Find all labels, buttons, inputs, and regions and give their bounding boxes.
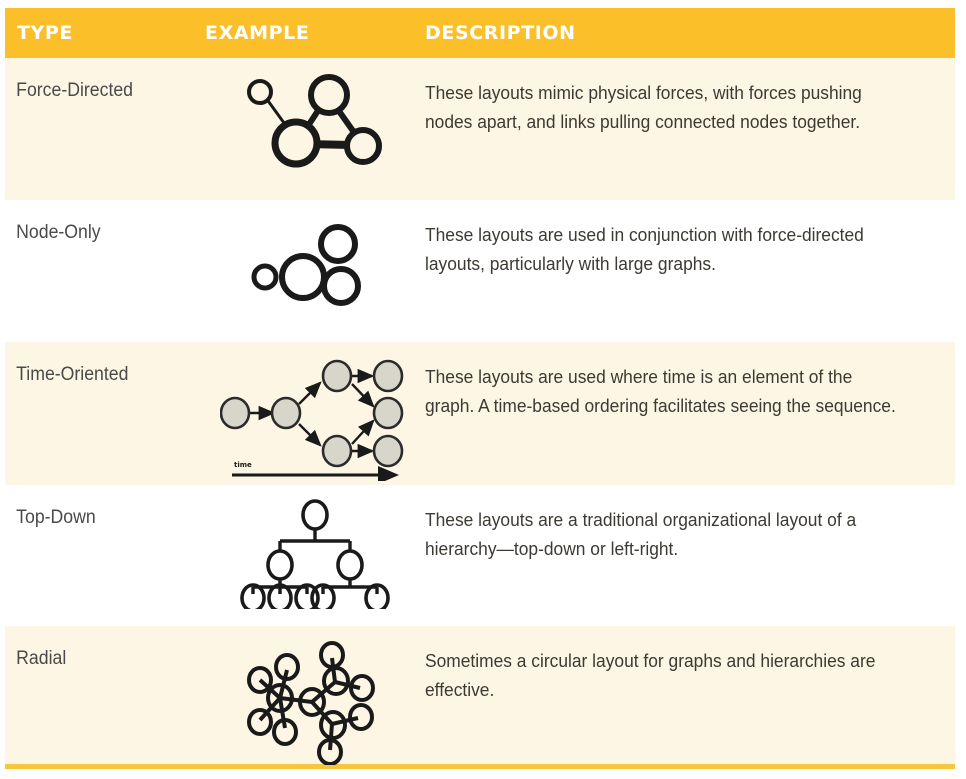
row-description: These layouts are used where time is an … [425, 366, 896, 416]
row-example-diagram: time [205, 342, 425, 481]
force-directed-graph-icon [247, 74, 382, 168]
row-type-label: Top-Down [16, 507, 96, 528]
radial-graph-icon [247, 641, 375, 765]
table-row: Top-Down These layouts are [5, 485, 955, 626]
column-header-description: DESCRIPTION [425, 22, 576, 44]
row-type-label: Radial [16, 648, 67, 669]
row-type-label: Force-Directed [16, 80, 134, 101]
time-axis-label: time [234, 461, 252, 469]
node-only-graph-icon [251, 224, 361, 306]
row-description: These layouts mimic physical forces, wit… [425, 82, 862, 132]
row-type-label: Node-Only [16, 222, 101, 243]
row-example-diagram [205, 58, 425, 182]
row-description: Sometimes a circular layout for graphs a… [425, 650, 876, 700]
column-header-type: TYPE [17, 22, 74, 44]
time-oriented-graph-icon: time [220, 359, 404, 481]
table-row: Time-Oriented [5, 342, 955, 485]
row-example-diagram [205, 485, 425, 609]
table-row: Node-Only These layouts are used in conj… [5, 200, 955, 342]
top-down-tree-icon [240, 499, 390, 609]
row-example-diagram [205, 200, 425, 314]
row-description: These layouts are a traditional organiza… [425, 509, 857, 559]
table-bottom-rule [5, 764, 955, 769]
layout-types-table: TYPE EXAMPLE DESCRIPTION Force-Directed [5, 8, 955, 769]
table-row: Radial [5, 626, 955, 765]
table-header-row: TYPE EXAMPLE DESCRIPTION [5, 8, 955, 58]
table-row: Force-Directed These layouts mimic physi… [5, 58, 955, 200]
column-header-example: EXAMPLE [205, 22, 310, 44]
row-type-label: Time-Oriented [16, 364, 129, 385]
row-description: These layouts are used in conjunction wi… [425, 224, 864, 274]
row-example-diagram [205, 626, 425, 765]
